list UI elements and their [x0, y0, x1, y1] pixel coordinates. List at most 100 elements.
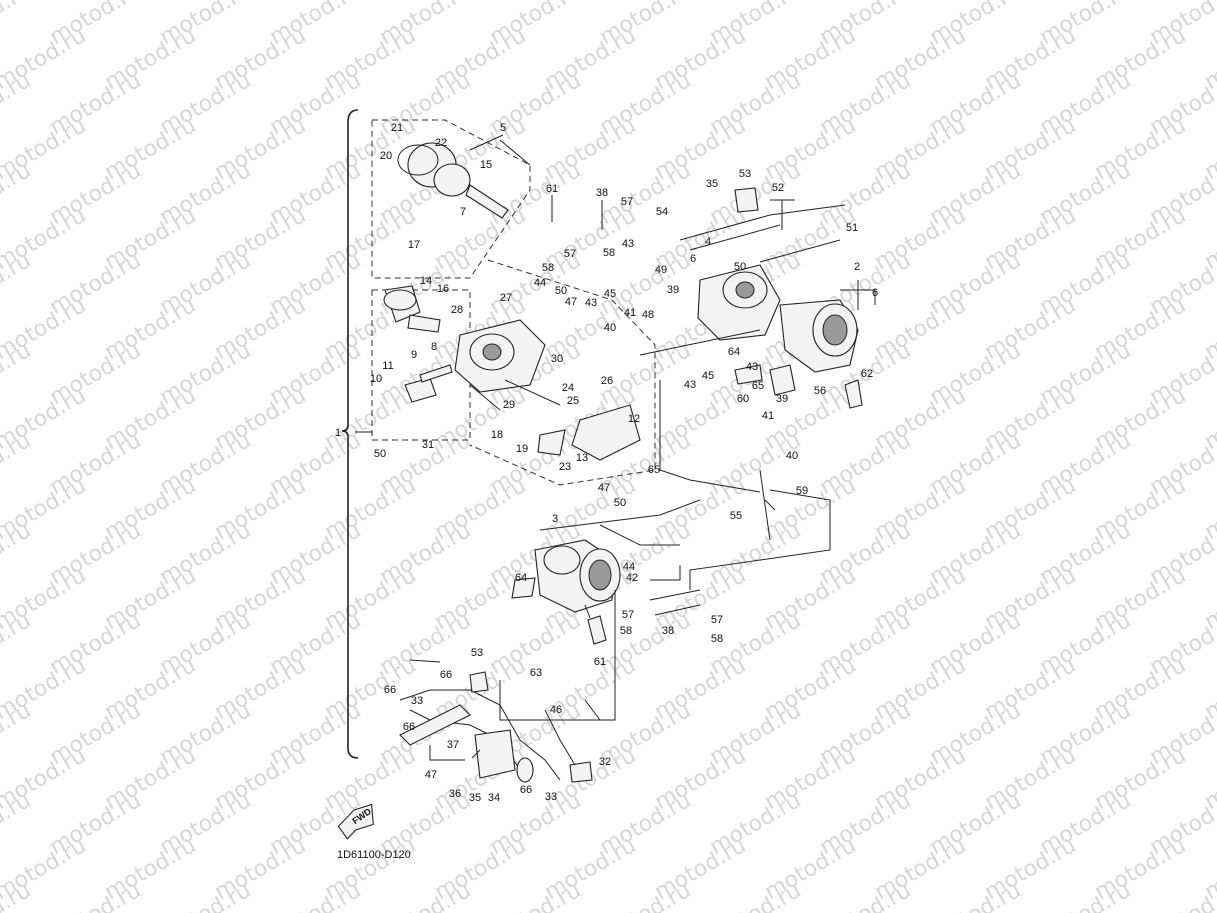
subassembly-outline-floatbowl — [469, 259, 656, 486]
callout-number: 27 — [500, 292, 512, 304]
callout-number: 51 — [846, 222, 858, 234]
callout-number: 53 — [471, 647, 483, 659]
callout-number: 41 — [624, 307, 636, 319]
subassembly-outline-top — [371, 119, 531, 279]
callout-number: 48 — [642, 309, 654, 321]
callout-number: 66 — [403, 721, 415, 733]
callout-number: 31 — [422, 439, 434, 451]
callout-number: 29 — [503, 399, 515, 411]
callout-number: 42 — [626, 572, 638, 584]
callout-number: 13 — [576, 452, 588, 464]
callout-number: 43 — [622, 238, 634, 250]
callout-number: 61 — [546, 183, 558, 195]
callout-layer: 1234566789101112131415161718192021222324… — [335, 122, 878, 804]
callout-number: 54 — [656, 206, 668, 218]
callout-number: 38 — [596, 187, 608, 199]
callout-number: 56 — [814, 385, 826, 397]
callout-number: 43 — [585, 297, 597, 309]
watermark-text: motod.ru — [266, 878, 366, 913]
callout-number: 47 — [565, 296, 577, 308]
callout-number: 17 — [408, 239, 420, 251]
callout-number: 58 — [542, 262, 554, 274]
callout-number: 9 — [411, 349, 417, 361]
callout-number: 33 — [411, 695, 423, 707]
callout-number: 43 — [746, 361, 758, 373]
callout-number: 50 — [555, 285, 567, 297]
callout-number: 40 — [786, 450, 798, 462]
callout-number: 43 — [684, 379, 696, 391]
callout-number: 23 — [559, 461, 571, 473]
callout-number: 47 — [425, 769, 437, 781]
callout-number: 58 — [603, 247, 615, 259]
callout-number: 66 — [384, 684, 396, 696]
watermark-text: motod.ru — [376, 878, 476, 913]
callout-number: 46 — [550, 704, 562, 716]
callout-number: 35 — [469, 792, 481, 804]
subassembly-outline-lower — [371, 289, 471, 441]
callout-number: 57 — [564, 248, 576, 260]
callout-number: 58 — [620, 625, 632, 637]
callout-number: 16 — [437, 283, 449, 295]
diagram-code: 1D61100-D120 — [337, 849, 411, 861]
callout-number: 38 — [662, 625, 674, 637]
callout-number: 50 — [374, 448, 386, 460]
callout-number: 66 — [520, 784, 532, 796]
diagram-linework: FWD — [337, 109, 876, 840]
callout-number: 45 — [702, 370, 714, 382]
callout-number: 21 — [391, 122, 403, 134]
watermark-text: motod.ru — [926, 878, 1026, 913]
callout-number: 25 — [567, 395, 579, 407]
callout-number: 53 — [739, 168, 751, 180]
callout-number: 57 — [711, 614, 723, 626]
assembly-bracket — [341, 109, 359, 759]
callout-number: 40 — [604, 322, 616, 334]
callout-number: 62 — [861, 368, 873, 380]
callout-number: 39 — [776, 393, 788, 405]
callout-number: 1 — [335, 427, 341, 439]
watermark-text: motod.ru — [46, 878, 146, 913]
callout-number: 26 — [601, 375, 613, 387]
callout-number: 19 — [516, 443, 528, 455]
callout-number: 57 — [622, 609, 634, 621]
carburetor-lower — [511, 469, 831, 645]
callout-number: 58 — [711, 633, 723, 645]
callout-number: 64 — [515, 572, 527, 584]
callout-number: 39 — [667, 284, 679, 296]
callout-number: 2 — [854, 261, 860, 273]
callout-number: 60 — [737, 393, 749, 405]
callout-number: 33 — [545, 791, 557, 803]
callout-number: 30 — [551, 353, 563, 365]
callout-number: 15 — [480, 159, 492, 171]
callout-number: 20 — [380, 150, 392, 162]
callout-number: 24 — [562, 382, 574, 394]
callout-number: 8 — [431, 341, 437, 353]
callout-number: 7 — [460, 206, 466, 218]
callout-number: 50 — [614, 497, 626, 509]
callout-number: 44 — [534, 277, 546, 289]
callout-number: 32 — [599, 756, 611, 768]
fwd-arrow-icon: FWD — [337, 803, 374, 840]
callout-number: 61 — [594, 656, 606, 668]
callout-number: 65 — [752, 380, 764, 392]
callout-number: 34 — [488, 792, 500, 804]
watermark-text: motod.ru — [156, 878, 256, 913]
callout-number: 52 — [772, 182, 784, 194]
watermark-text: motod.ru — [706, 878, 806, 913]
watermark-text: motod.ru — [816, 878, 916, 913]
callout-number: 4 — [705, 236, 711, 248]
callout-number: 66 — [440, 669, 452, 681]
callout-number: 64 — [728, 346, 740, 358]
callout-number: 12 — [628, 413, 640, 425]
callout-number: 55 — [730, 510, 742, 522]
callout-number: 65 — [648, 464, 660, 476]
callout-number: 49 — [655, 264, 667, 276]
callout-number: 18 — [491, 429, 503, 441]
callout-number: 35 — [706, 178, 718, 190]
callout-number: 59 — [796, 485, 808, 497]
callout-number: 57 — [621, 196, 633, 208]
watermark-text: motod.ru — [486, 878, 586, 913]
callout-number: 6 — [690, 253, 696, 265]
callout-number: 44 — [623, 561, 635, 573]
